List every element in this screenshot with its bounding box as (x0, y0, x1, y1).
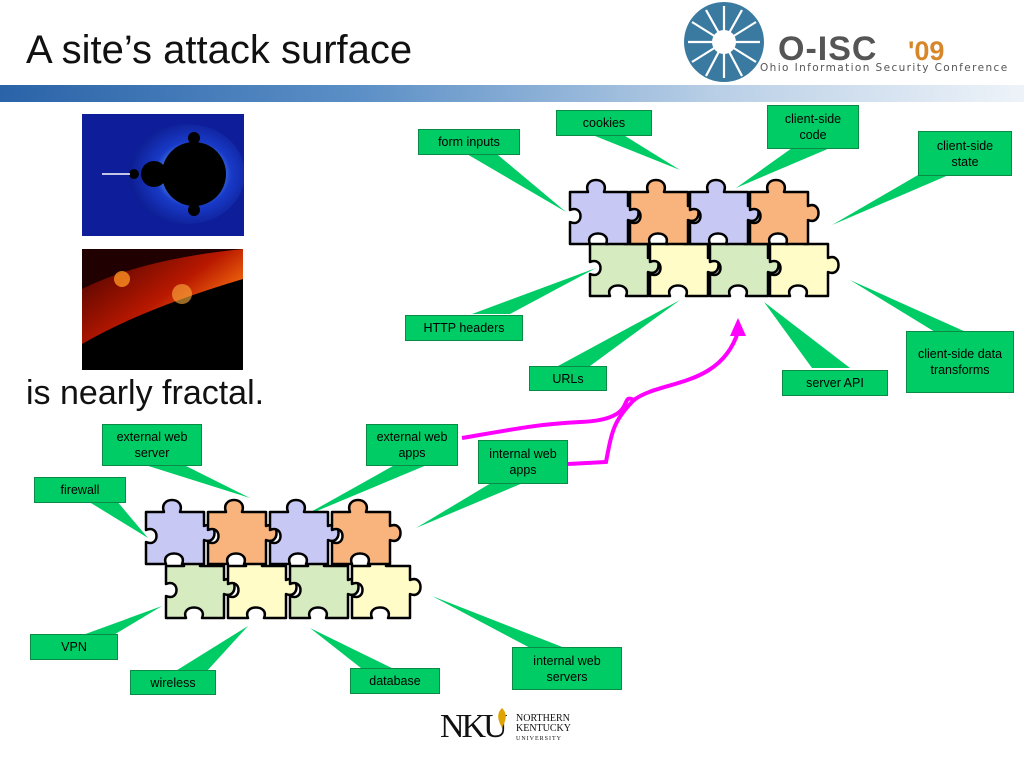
nku-logo-letters: NKU (440, 708, 508, 745)
label-cookies: cookies (556, 110, 652, 136)
nku-name-line3: UNIVERSITY (516, 736, 562, 742)
logo-tagline: Ohio Information Security Conference (760, 62, 1009, 74)
bottom-puzzle-cluster (144, 498, 422, 620)
label-vpn: VPN (30, 634, 118, 660)
label-wireless: wireless (130, 670, 216, 695)
label-external-web-server: external web server (102, 424, 202, 466)
label-server-api: server API (782, 370, 888, 396)
label-urls: URLs (529, 366, 607, 391)
top-puzzle-cluster (568, 178, 840, 298)
label-client-side-data-transforms: client-side data transforms (906, 331, 1014, 393)
label-http-headers: HTTP headers (405, 315, 523, 341)
nku-name-line1: NORTHERN (516, 713, 570, 724)
label-client-side-code: client-side code (767, 105, 859, 149)
label-form-inputs: form inputs (418, 129, 520, 155)
logo-name: O-ISC (778, 30, 878, 68)
label-internal-web-apps: internal web apps (478, 440, 568, 484)
fractal-red-image (82, 249, 243, 370)
label-client-side-state: client-side state (918, 131, 1012, 176)
slide-title: A site’s attack surface (26, 28, 413, 72)
nku-flame-icon (498, 708, 506, 728)
nku-logo-name: NORTHERN KENTUCKY UNIVERSITY (516, 714, 571, 744)
header-band (0, 85, 1024, 102)
label-external-web-apps: external web apps (366, 424, 458, 466)
logo-year: '09 (908, 36, 945, 66)
label-internal-web-servers: internal web servers (512, 647, 622, 690)
nku-name-line2: KENTUCKY (516, 723, 571, 734)
slide-subtitle: is nearly fractal. (26, 374, 265, 412)
mandelbrot-image (82, 114, 244, 236)
callout-wedges (80, 134, 966, 672)
zoom-arrow (461, 318, 746, 466)
starburst-icon (684, 2, 764, 82)
oisc-logo (680, 0, 1024, 84)
label-firewall: firewall (34, 477, 126, 503)
label-database: database (350, 668, 440, 694)
